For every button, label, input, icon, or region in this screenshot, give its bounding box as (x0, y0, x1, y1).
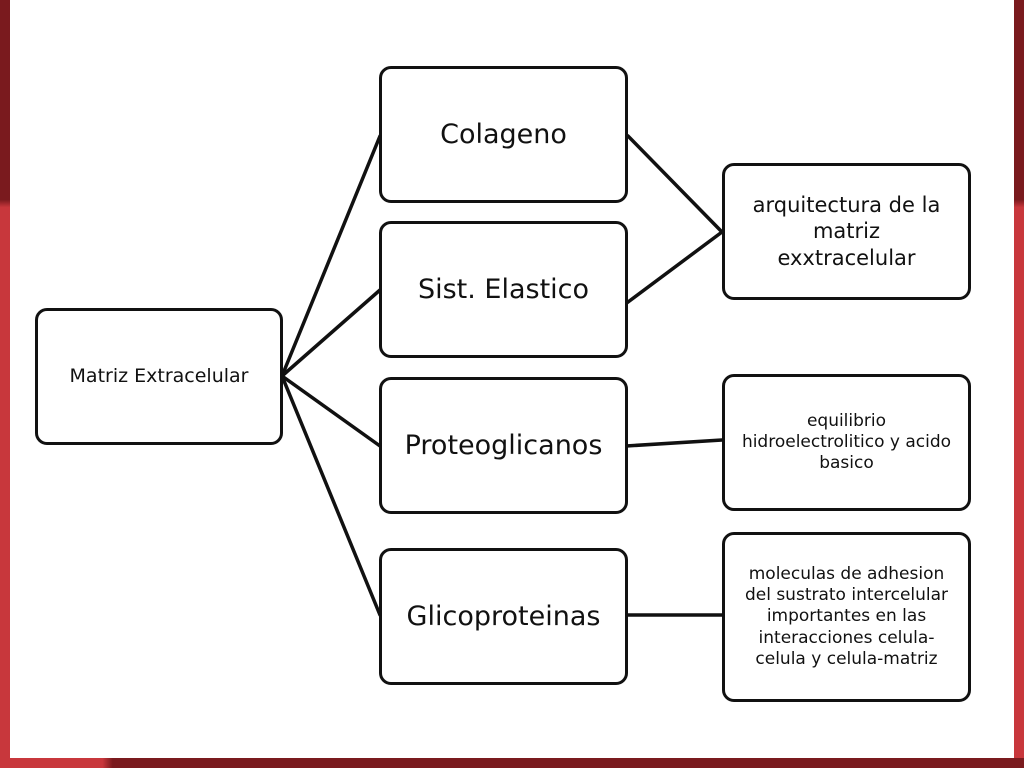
equilibrio-line-2: hidroelectrolitico y acido (741, 431, 952, 452)
node-glicoproteinas: Glicoproteinas (379, 548, 628, 685)
edge-root-colageno (280, 134, 382, 378)
slide-frame-right (1014, 0, 1024, 768)
edge-proteoglicanos-equilibrio (624, 438, 724, 448)
node-adhesion: moleculas de adhesion del sustrato inter… (722, 532, 971, 702)
node-root-label: Matriz Extracelular (69, 364, 249, 387)
slide-frame-bottom (0, 758, 1024, 768)
equilibrio-line-1: equilibrio (806, 410, 887, 431)
equilibrio-line-3: basico (819, 453, 874, 474)
node-root: Matriz Extracelular (35, 308, 283, 445)
edge-root-proteoglicanos (280, 374, 382, 448)
node-sist-elastico-label: Sist. Elastico (417, 273, 590, 305)
node-sist-elastico: Sist. Elastico (379, 221, 628, 358)
adhesion-line-2: del sustrato intercelular (744, 585, 949, 606)
diagram-canvas: Matriz Extracelular Colageno Sist. Elast… (10, 0, 1014, 758)
node-proteoglicanos: Proteoglicanos (379, 377, 628, 514)
edge-root-glicoproteinas (280, 374, 382, 617)
edge-root-elastico (280, 288, 382, 378)
node-glicoproteinas-label: Glicoproteinas (406, 600, 601, 632)
adhesion-line-4: interacciones celula- (758, 627, 935, 648)
connector-lines (280, 134, 724, 617)
node-arquitectura: arquitectura de la matriz exxtracelular (722, 163, 971, 300)
arquitectura-line-2: matriz (812, 219, 881, 244)
adhesion-line-3: importantes en las (766, 606, 927, 627)
node-equilibrio: equilibrio hidroelectrolitico y acido ba… (722, 374, 971, 511)
arquitectura-line-1: arquitectura de la (752, 193, 941, 218)
node-proteoglicanos-label: Proteoglicanos (404, 429, 603, 461)
slide-frame-left (0, 0, 10, 768)
arquitectura-line-3: exxtracelular (777, 245, 916, 270)
edge-elastico-arquitectura (622, 230, 724, 307)
edge-colageno-arquitectura (626, 134, 724, 234)
adhesion-line-5: celula y celula-matriz (755, 648, 938, 669)
node-colageno-label: Colageno (440, 118, 567, 150)
adhesion-line-1: moleculas de adhesion (748, 563, 945, 584)
node-colageno: Colageno (379, 66, 628, 203)
